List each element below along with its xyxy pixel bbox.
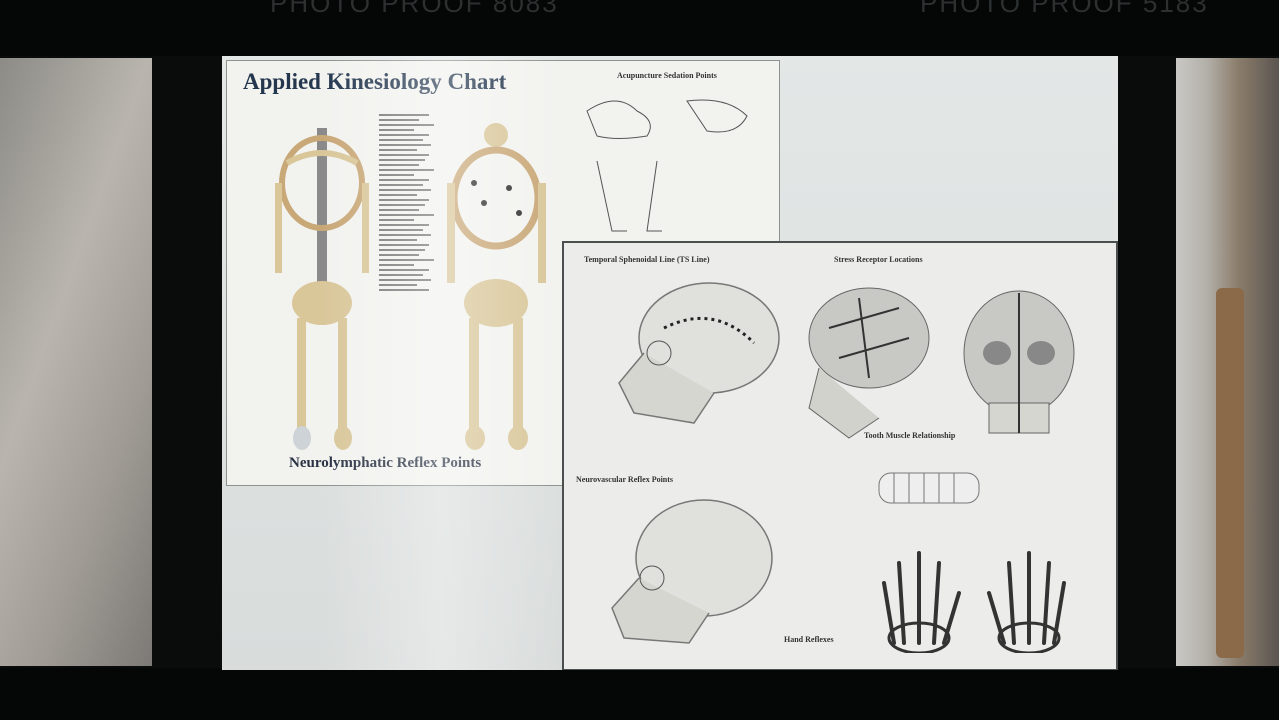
skeleton-front-illustration	[447, 123, 546, 450]
chair-shape	[1216, 288, 1244, 658]
tooth-muscle-heading: Tooth Muscle Relationship	[864, 431, 956, 440]
film-strip-bottom	[0, 668, 1279, 720]
teeth-illustration	[878, 472, 980, 504]
ts-line-heading: Temporal Sphenoidal Line (TS Line)	[584, 255, 710, 264]
poster-title: Applied Kinesiology Chart	[243, 69, 507, 94]
neurovascular-heading: Neurovascular Reflex Points	[576, 475, 674, 484]
skull-side-illustration	[618, 282, 780, 424]
stress-receptor-heading: Stress Receptor Locations	[834, 255, 923, 264]
poster-caption: Neurolymphatic Reflex Points	[289, 455, 482, 471]
photo-frame-left	[0, 58, 152, 666]
film-strip-top: PHOTO PROOF 8083 PHOTO PROOF 5183	[0, 0, 1279, 56]
feet-sketch	[586, 99, 748, 232]
acupuncture-heading: Acupuncture Sedation Points	[617, 71, 717, 80]
hand-left-illustration	[882, 551, 961, 653]
photo-frame-right	[1176, 58, 1279, 666]
skull-reflex-poster: Temporal Sphenoidal Line (TS Line) Stres…	[562, 241, 1118, 670]
film-caption-right: PHOTO PROOF 5183	[920, 0, 1209, 18]
film-caption-left: PHOTO PROOF 8083	[270, 0, 559, 18]
skull-neurovascular-illustration	[611, 499, 773, 644]
hand-reflex-heading: Hand Reflexes	[784, 635, 834, 644]
skull-front-illustration	[963, 290, 1075, 434]
photo-frame-main: Applied Kinesiology Chart	[222, 56, 1118, 670]
hand-right-illustration	[987, 551, 1066, 653]
skeleton-back-illustration	[275, 128, 369, 450]
skull-stress-illustration	[808, 287, 930, 439]
label-column-1	[379, 111, 439, 294]
